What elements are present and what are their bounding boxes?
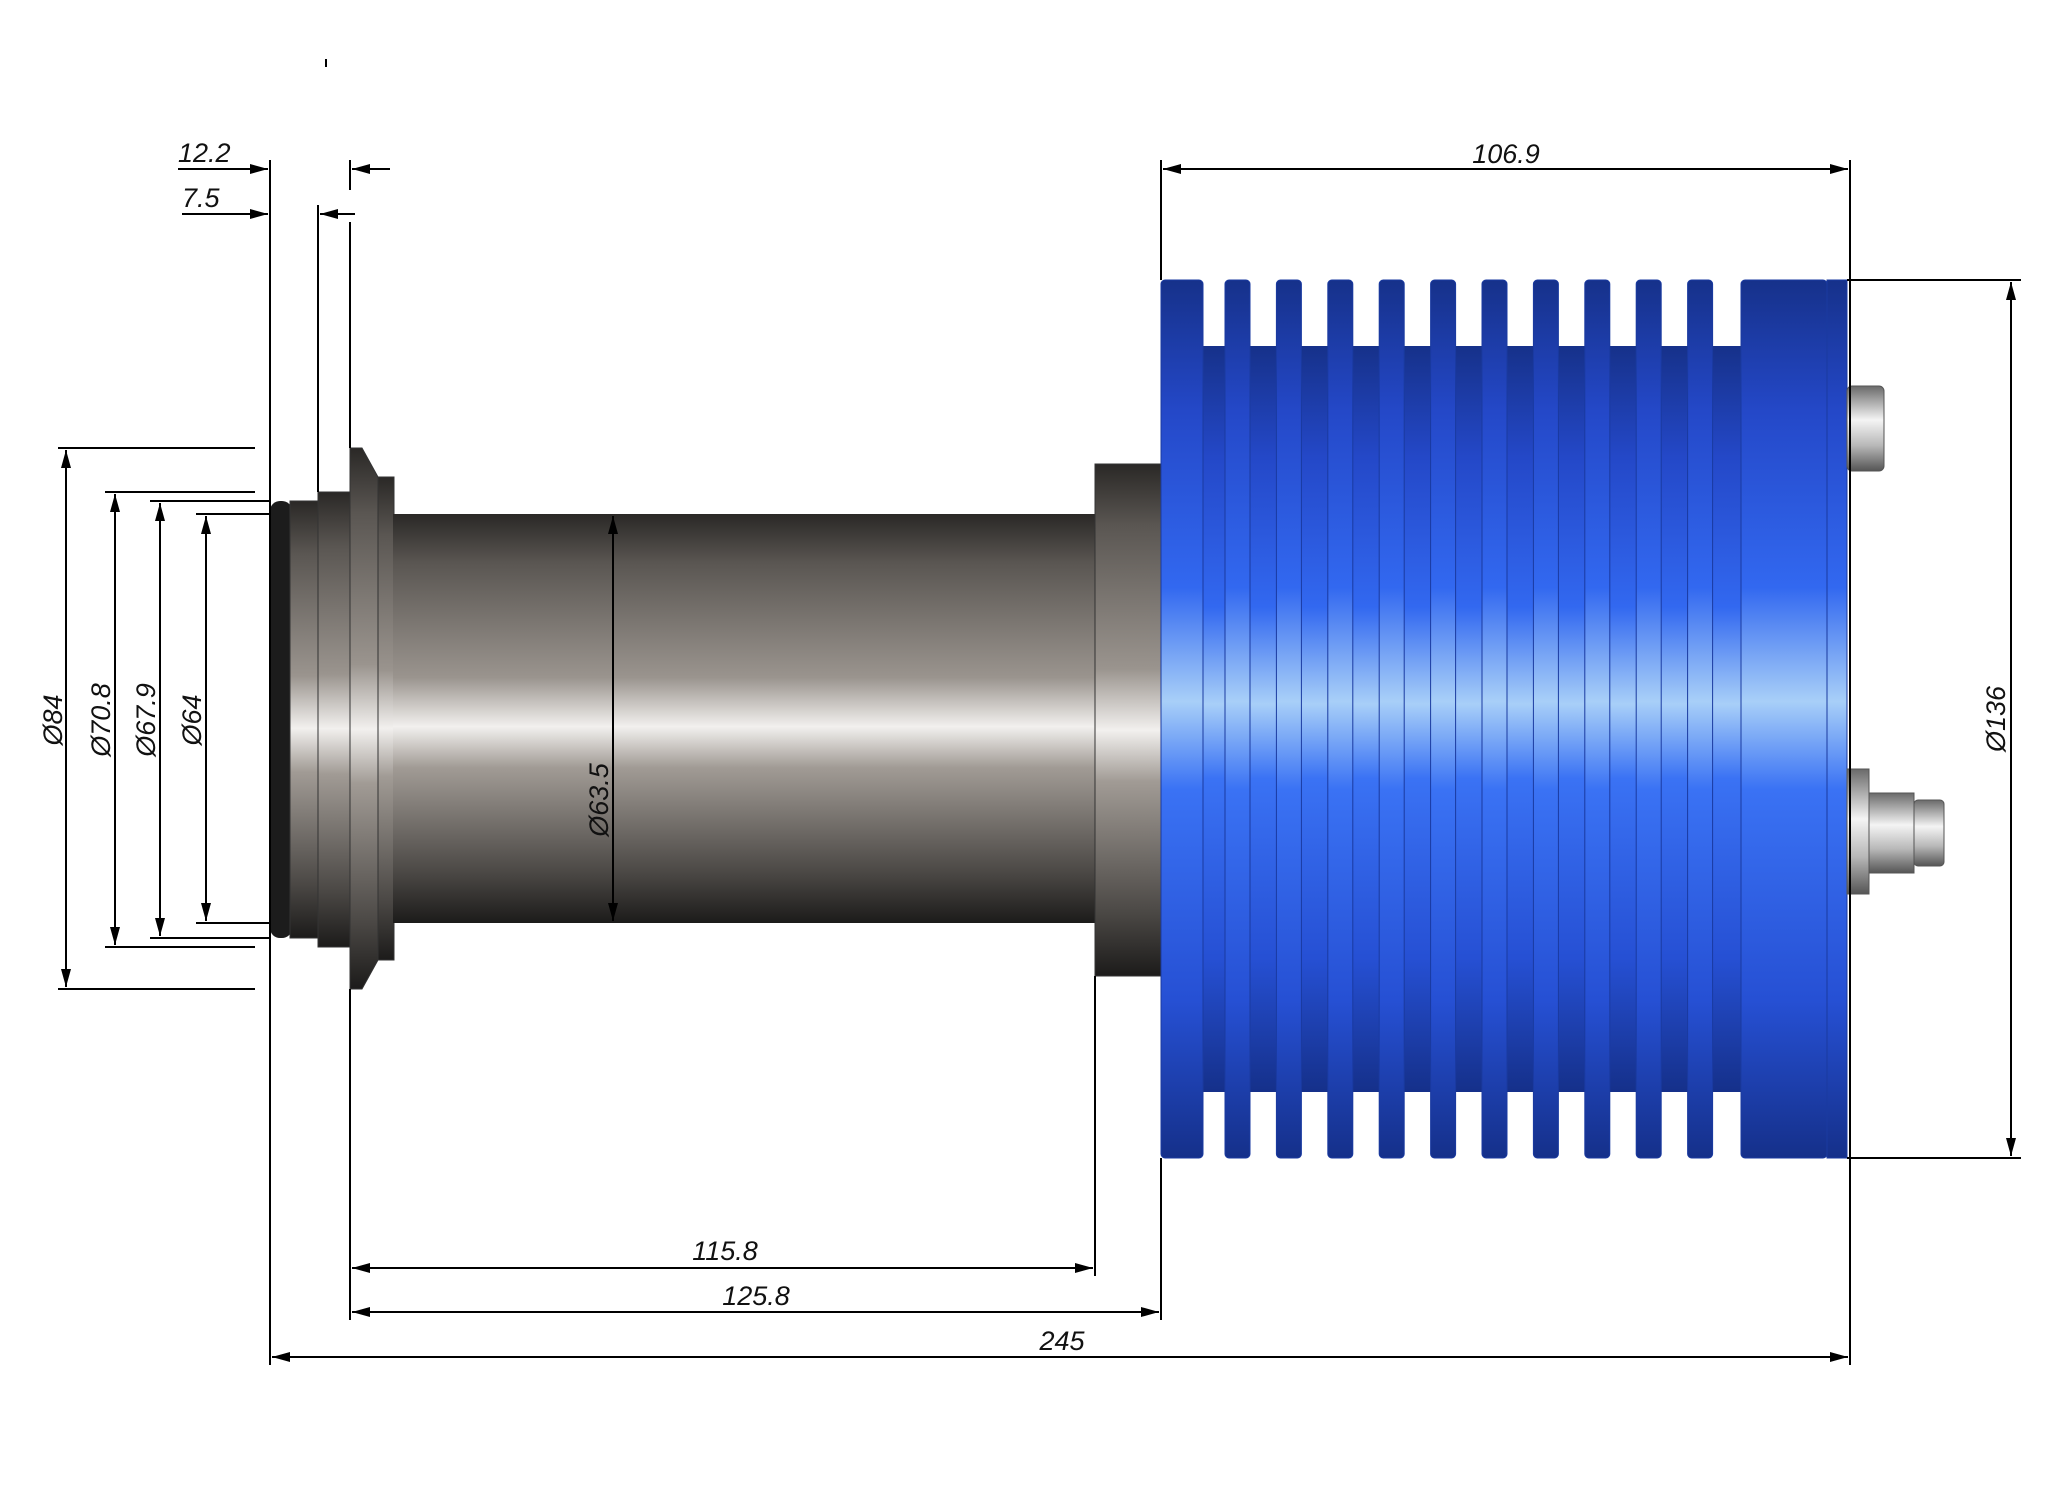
dim-label-dia-63-5: Ø63.5 bbox=[584, 762, 614, 838]
heatsink-fin bbox=[1224, 279, 1251, 1159]
dim-label-115-8: 115.8 bbox=[692, 1236, 758, 1266]
flange-step bbox=[377, 476, 395, 961]
heatsink-fin bbox=[1275, 279, 1302, 1159]
heatsink-fin bbox=[1160, 279, 1204, 1159]
dim-label-7-5: 7.5 bbox=[182, 183, 221, 213]
dimension-lines bbox=[61, 164, 2016, 1362]
heatsink-end-ring bbox=[1826, 279, 1848, 1159]
heatsink-fin bbox=[1584, 279, 1611, 1159]
dim-label-125-8: 125.8 bbox=[722, 1281, 790, 1311]
heatsink-fin bbox=[1635, 279, 1662, 1159]
dim-label-dia-70-8: Ø70.8 bbox=[86, 683, 116, 758]
heatsink-fin bbox=[1430, 279, 1457, 1159]
heatsink-fin bbox=[1687, 279, 1714, 1159]
heatsink-fin bbox=[1532, 279, 1559, 1159]
dim-label-dia-84: Ø84 bbox=[38, 694, 68, 746]
dim-label-dia-67-9: Ø67.9 bbox=[131, 683, 161, 758]
heatsink-core bbox=[1161, 346, 1761, 1092]
groove-section bbox=[317, 491, 351, 948]
heatsink-fin bbox=[1378, 279, 1405, 1159]
flange bbox=[349, 447, 379, 990]
tube bbox=[393, 514, 1095, 923]
collar bbox=[1094, 463, 1162, 977]
dim-label-245: 245 bbox=[1038, 1326, 1085, 1356]
bottom-connector bbox=[1846, 768, 1945, 895]
heatsink-end-block bbox=[1740, 279, 1828, 1159]
heatsink-fin bbox=[1481, 279, 1508, 1159]
o-ring bbox=[270, 501, 292, 938]
heatsink bbox=[1160, 279, 1761, 1159]
dim-label-dia-64: Ø64 bbox=[177, 694, 207, 746]
dim-label-dia-136: Ø136 bbox=[1981, 685, 2011, 753]
extension-lines bbox=[58, 160, 2021, 1365]
dim-label-12-2: 12.2 bbox=[178, 138, 231, 168]
top-connector bbox=[1846, 385, 1885, 472]
heatsink-fin bbox=[1327, 279, 1354, 1159]
nose-section bbox=[289, 500, 319, 939]
assembly-body bbox=[270, 279, 1945, 1159]
dim-label-106-9: 106.9 bbox=[1472, 139, 1540, 169]
